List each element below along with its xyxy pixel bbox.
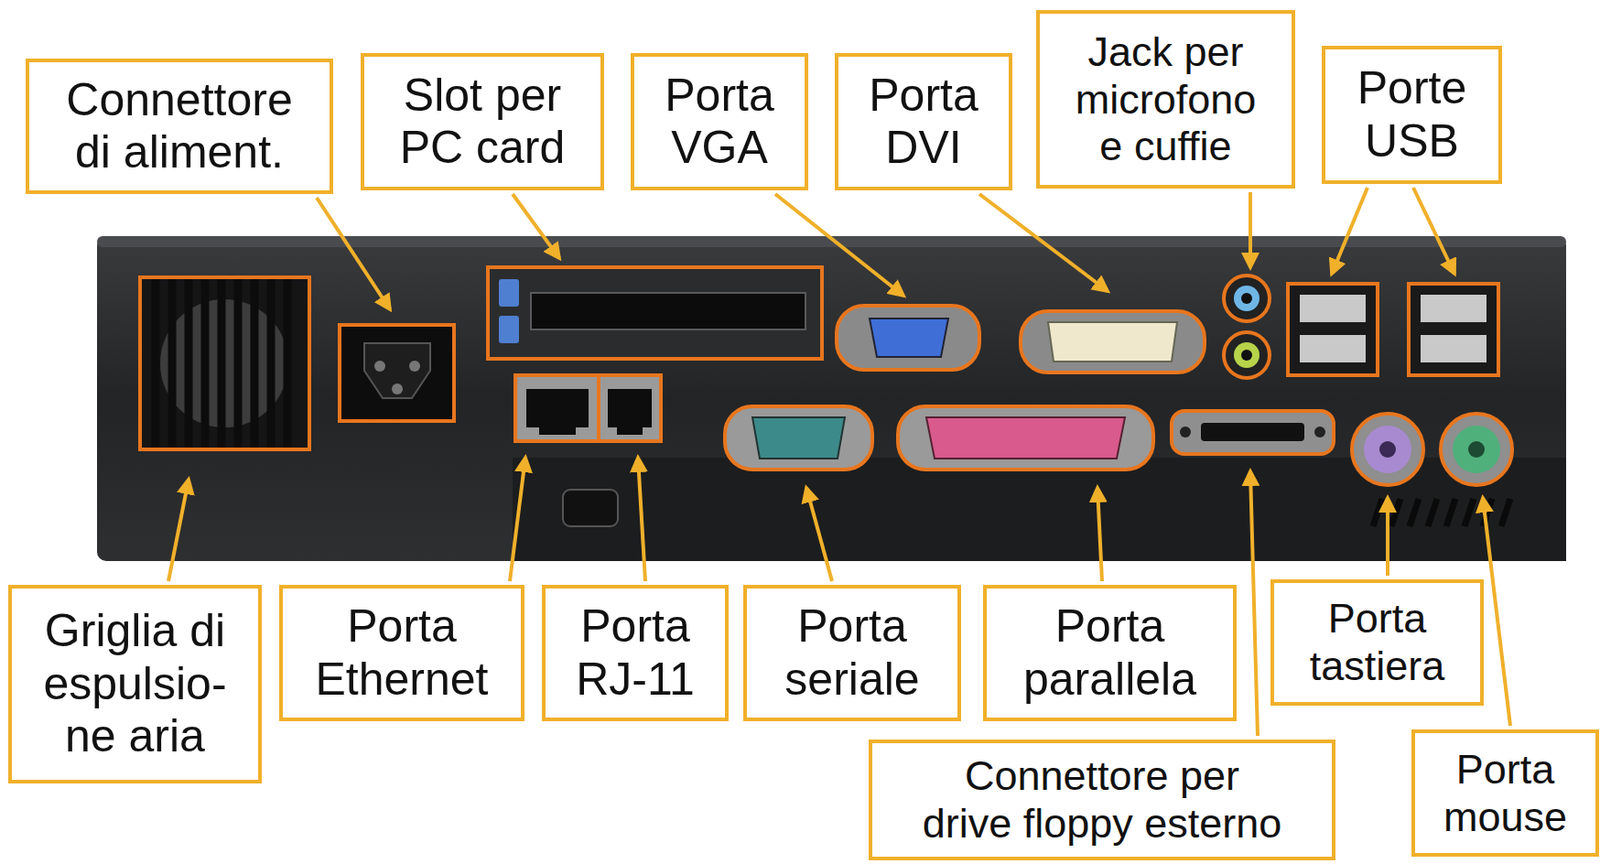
usb-ports (1287, 283, 1499, 376)
callout-label: Porte USB (1343, 62, 1481, 168)
callout-box: Porta parallela (983, 584, 1237, 722)
ps2-ports (1351, 413, 1513, 486)
callout-box: Connettore per drive floppy esterno (868, 739, 1336, 861)
callout-box: Porte USB (1321, 45, 1503, 184)
dvi-port (1020, 311, 1205, 373)
vga-port (836, 305, 980, 370)
callout-label: Connettore di aliment. (51, 74, 308, 180)
callout-label: Porta seriale (763, 600, 941, 706)
callout-box: Jack per microfono e cuffie (1036, 10, 1296, 189)
callout-label: Porta VGA (652, 69, 787, 175)
callout-label: Porta RJ-11 (562, 600, 709, 706)
dock-body (97, 236, 1567, 562)
callout-box: Porta mouse (1411, 729, 1600, 857)
callout-box: Slot per PC card (360, 53, 605, 191)
callout-label: Slot per PC card (382, 69, 583, 175)
leader-lines (168, 187, 1511, 736)
callout-box: Porta seriale (743, 584, 962, 722)
callout-label: Jack per microfono e cuffie (1067, 28, 1265, 171)
callout-box: Porta RJ-11 (541, 584, 729, 722)
floppy-connector (1171, 410, 1334, 455)
callout-label: Porta DVI (856, 69, 991, 175)
parallel-port (897, 406, 1154, 470)
callout-box: Griglia di espulsio- ne aria (8, 584, 262, 784)
callout-label: Porta parallela (1003, 600, 1217, 706)
callout-label: Porta Ethernet (299, 600, 505, 706)
exhaust-grille (140, 277, 310, 450)
callout-box: Porta DVI (834, 53, 1013, 191)
callout-box: Porta tastiera (1270, 579, 1484, 706)
side-vents (1372, 498, 1511, 527)
power-connector (339, 324, 455, 422)
network-ports (515, 375, 661, 442)
serial-port (724, 406, 873, 470)
callout-label: Porta mouse (1429, 745, 1581, 842)
callout-label: Porta tastiera (1290, 594, 1464, 691)
callout-box: Connettore di aliment. (25, 58, 334, 195)
callout-box: Porta Ethernet (279, 584, 525, 722)
callout-box: Porta VGA (630, 53, 809, 191)
audio-jacks (1223, 275, 1270, 379)
callout-label: Connettore per drive floppy esterno (916, 752, 1288, 848)
pc-card-slot (487, 267, 822, 359)
callout-label: Griglia di espulsio- ne aria (21, 605, 249, 764)
lock-slot (562, 489, 618, 527)
